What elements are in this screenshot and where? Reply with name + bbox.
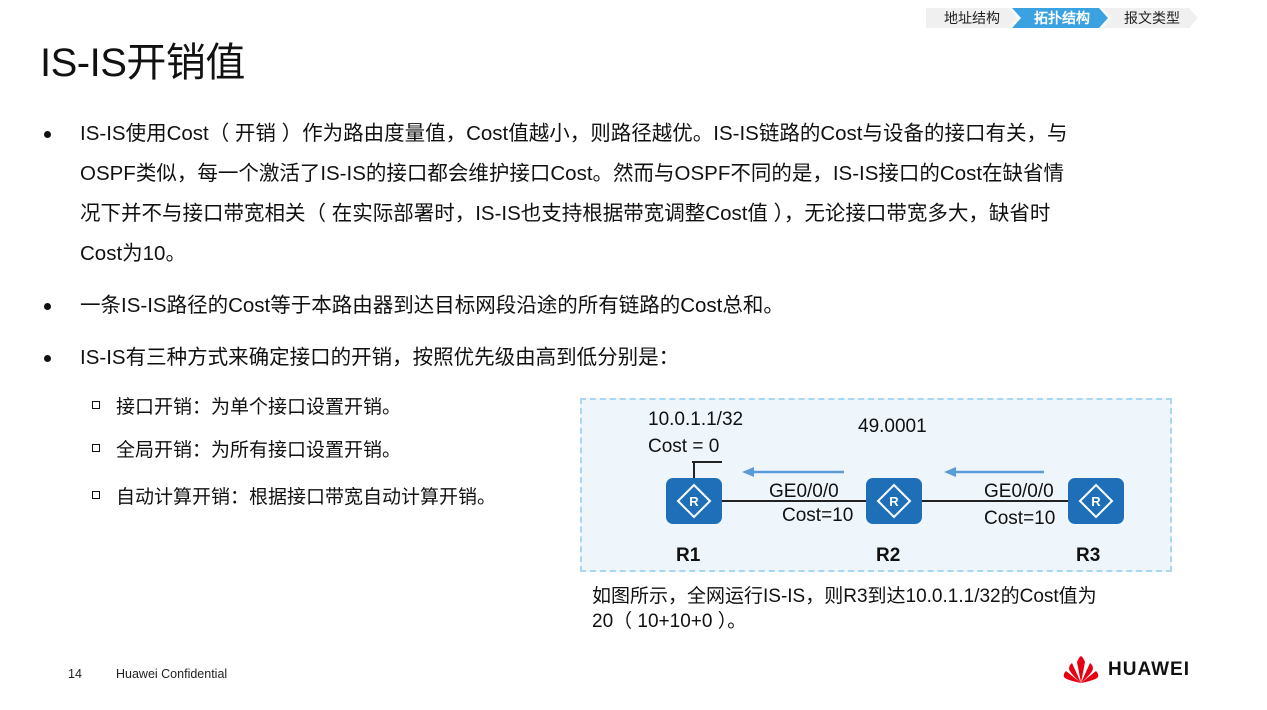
network-cost-label: Cost = 0 [648,436,720,457]
svg-text:R: R [689,494,699,509]
cost-arrow-icon [944,467,1044,477]
bullet-line: IS-IS使用Cost（ 开销 ）作为路由度量值，Cost值越小，则路径越优。I… [80,122,1068,145]
breadcrumb-item-address-structure[interactable]: 地址结构 [926,8,1018,28]
router-icon: R [1068,478,1124,524]
router-label-r2: R2 [876,545,901,566]
router-icon: R [866,478,922,524]
square-bullet-icon [92,401,100,409]
breadcrumb-item-packet-types[interactable]: 报文类型 [1102,8,1198,28]
bullet-dot [44,131,51,138]
page-title: IS-IS开销值 [40,41,245,85]
bullet-dot [44,303,51,310]
bullet-line: Cost为10。 [80,242,186,265]
svg-text:R: R [1091,494,1101,509]
bullet-item: IS-IS使用Cost（ 开销 ）作为路由度量值，Cost值越小，则路径越优。I… [44,114,1234,274]
topology-diagram: R R R 10.0.1.1/32 Cost = 0 49.0001 GE0/0… [580,398,1172,572]
huawei-flower-icon [1063,656,1099,683]
r2-interface-label: GE0/0/0 [769,481,839,502]
brand-name: HUAWEI [1108,659,1190,680]
bullet-item: 一条IS-IS路径的Cost等于本路由器到达目标网段沿途的所有链路的Cost总和… [44,286,1234,326]
bullet-list: IS-IS使用Cost（ 开销 ）作为路由度量值，Cost值越小，则路径越优。I… [44,114,1234,390]
router-label-r3: R3 [1076,545,1101,566]
router-label-r1: R1 [676,545,701,566]
sub-bullet-text: 接口开销：为单个接口设置开销。 [116,397,402,418]
sub-bullet-text: 全局开销：为所有接口设置开销。 [116,440,402,461]
caption-line: 如图所示，全网运行IS-IS，则R3到达10.0.1.1/32的Cost值为 [592,586,1097,607]
caption-line: 20（ 10+10+0 ）。 [592,611,747,632]
bullet-text: 一条IS-IS路径的Cost等于本路由器到达目标网段沿途的所有链路的Cost总和… [80,294,784,317]
square-bullet-icon [92,491,100,499]
bullet-dot [44,355,51,362]
bullet-item: IS-IS有三种方式来确定接口的开销，按照优先级由高到低分别是： [44,338,1234,378]
svg-text:R: R [889,494,899,509]
r2-cost-label: Cost=10 [782,505,854,526]
sub-bullet-text: 自动计算开销：根据接口带宽自动计算开销。 [116,487,497,508]
breadcrumb-item-topology-structure[interactable]: 拓扑结构 [1012,8,1108,28]
router-icon: R [666,478,722,524]
confidential-label: Huawei Confidential [116,667,228,681]
bullet-text: IS-IS有三种方式来确定接口的开销，按照优先级由高到低分别是： [80,346,680,369]
square-bullet-icon [92,444,100,452]
bullet-line: OSPF类似，每一个激活了IS-IS的接口都会维护接口Cost。然而与OSPF不… [80,162,1065,185]
page-number: 14 [68,667,82,681]
r3-interface-label: GE0/0/0 [984,481,1054,502]
bullet-line: 况下并不与接口带宽相关（ 在实际部署时，IS-IS也支持根据带宽调整Cost值 … [80,202,1051,225]
cost-arrow-icon [742,467,844,477]
breadcrumb: 地址结构 拓扑结构 报文类型 [926,8,1198,28]
diagram-caption: 如图所示，全网运行IS-IS，则R3到达10.0.1.1/32的Cost值为 2… [592,584,1097,634]
huawei-logo: HUAWEI [1062,656,1190,684]
network-prefix-label: 10.0.1.1/32 [648,409,744,430]
topology-svg: R R R [666,461,1124,524]
r3-cost-label: Cost=10 [984,508,1056,529]
area-id-label: 49.0001 [858,416,927,437]
